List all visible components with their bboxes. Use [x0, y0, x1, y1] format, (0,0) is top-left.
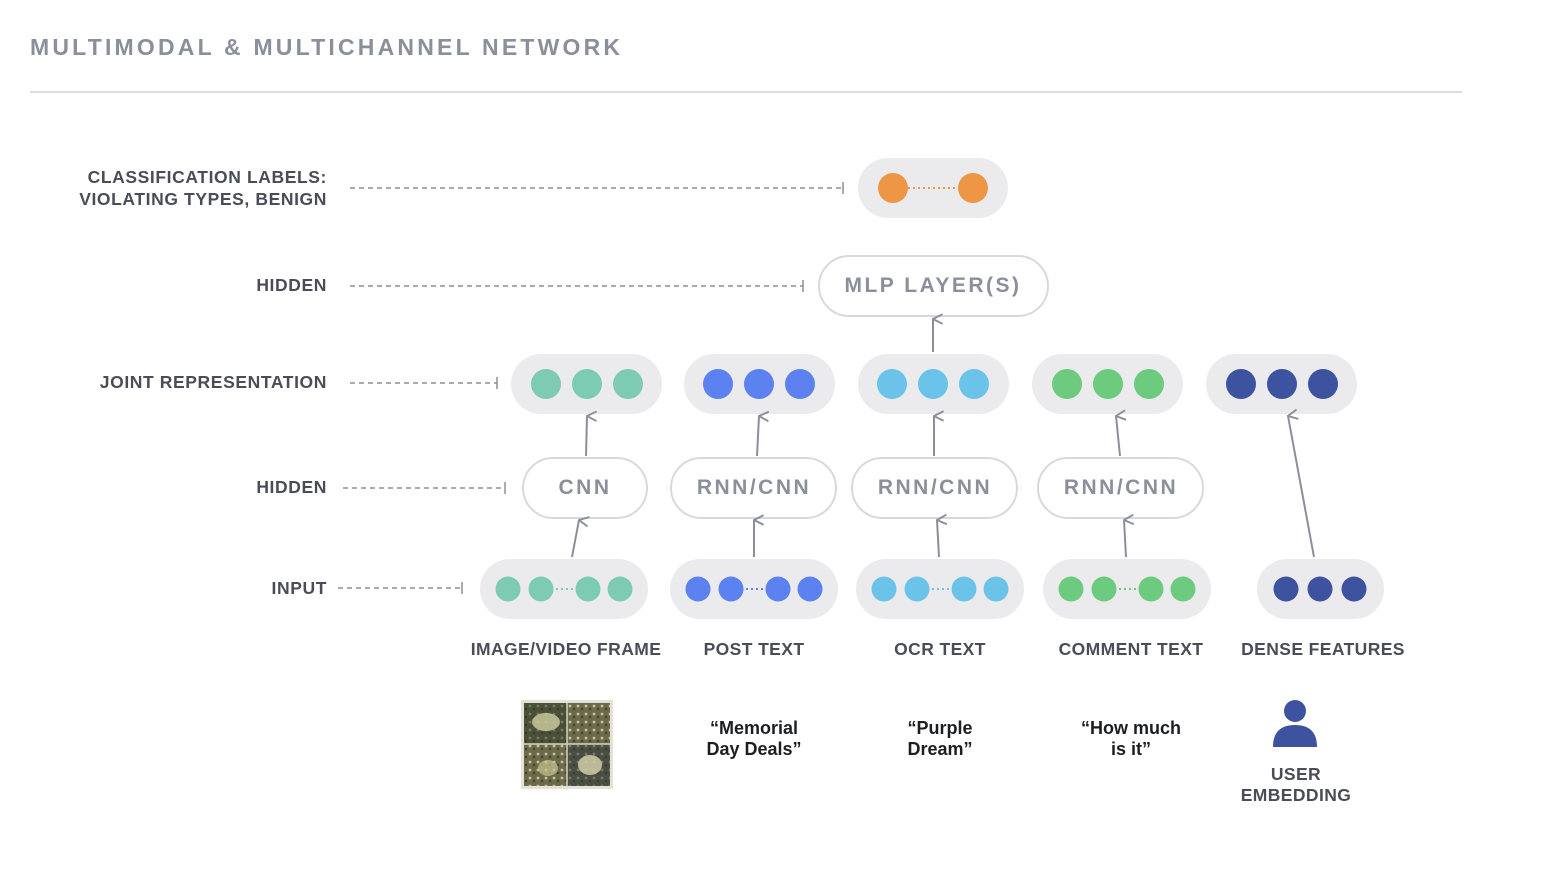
row-label-input: INPUT — [272, 578, 328, 598]
leader-lines — [338, 182, 844, 594]
joint-representation-row — [511, 354, 1357, 414]
user-icon-body — [1273, 725, 1317, 747]
encoder-row: CNN RNN/CNN RNN/CNN RNN/CNN — [522, 457, 1204, 519]
column-label-dense: DENSE FEATURES — [1241, 639, 1405, 659]
rnn-box-ocr — [851, 457, 1018, 519]
input-node — [685, 576, 711, 602]
image-thumbnail — [521, 700, 613, 789]
example-ocr-line1: “Purple — [907, 718, 972, 738]
example-post-line2: Day Deals” — [706, 739, 801, 759]
input-node — [575, 576, 601, 602]
input-node — [983, 576, 1009, 602]
arrow-image-to-cnn — [571, 520, 579, 558]
input-pill-ocr — [856, 559, 1024, 619]
joint-node — [531, 369, 561, 399]
row-label-hidden-mid: HIDDEN — [256, 477, 327, 497]
joint-node — [1052, 369, 1082, 399]
input-pill-post — [670, 559, 838, 619]
row-label-hidden-top: HIDDEN — [256, 275, 327, 295]
joint-node — [1226, 369, 1256, 399]
output-node-right — [958, 173, 988, 203]
rnn-label-comment: RNN/CNN — [1064, 476, 1178, 499]
arrow-post-to-joint — [756, 416, 759, 457]
input-node — [1138, 576, 1164, 602]
joint-node — [613, 369, 643, 399]
joint-node — [1267, 369, 1297, 399]
user-embedding-line1: USER — [1271, 764, 1321, 784]
input-node — [1273, 576, 1299, 602]
output-node-left — [878, 173, 908, 203]
input-row — [480, 559, 1384, 619]
input-node — [951, 576, 977, 602]
column-labels: IMAGE/VIDEO FRAME POST TEXT OCR TEXT COM… — [471, 639, 1405, 659]
input-node — [1058, 576, 1084, 602]
joint-node — [744, 369, 774, 399]
row-label-classification-1: CLASSIFICATION LABELS: — [88, 167, 327, 187]
joint-node — [703, 369, 733, 399]
thumbnail-blob — [578, 755, 602, 775]
input-pill-comment — [1043, 559, 1211, 619]
joint-node — [959, 369, 989, 399]
rnn-box-comment — [1037, 457, 1204, 519]
arrow-ocr-to-rnn — [937, 520, 939, 558]
arrow-comment-to-joint — [1116, 416, 1120, 457]
column-label-ocr: OCR TEXT — [894, 639, 986, 659]
row-labels: CLASSIFICATION LABELS: VIOLATING TYPES, … — [79, 167, 328, 598]
mlp-layer-label: MLP LAYER(S) — [844, 274, 1021, 297]
arrow-comment-to-rnn — [1124, 520, 1126, 558]
cnn-label: CNN — [559, 476, 612, 499]
user-icon — [1273, 700, 1317, 747]
input-node — [1170, 576, 1196, 602]
user-embedding-line2: EMBEDDING — [1241, 785, 1352, 805]
input-node — [1091, 576, 1117, 602]
rnn-label-ocr: RNN/CNN — [878, 476, 992, 499]
mlp-layer-group: MLP LAYER(S) — [818, 255, 1049, 317]
joint-node — [1134, 369, 1164, 399]
thumbnail-blob — [532, 713, 560, 731]
output-node-group — [858, 158, 1008, 218]
column-label-comment: COMMENT TEXT — [1059, 639, 1204, 659]
joint-node — [918, 369, 948, 399]
joint-node — [1093, 369, 1123, 399]
input-node — [765, 576, 791, 602]
arrow-dense-to-joint — [1288, 416, 1315, 558]
joint-node — [572, 369, 602, 399]
row-label-joint: JOINT REPRESENTATION — [100, 372, 327, 392]
input-pill-image — [480, 559, 648, 619]
joint-node — [785, 369, 815, 399]
input-node — [718, 576, 744, 602]
joint-node — [877, 369, 907, 399]
input-node — [528, 576, 554, 602]
title-divider — [30, 91, 1462, 93]
column-label-post: POST TEXT — [704, 639, 805, 659]
example-post-line1: “Memorial — [710, 718, 798, 738]
input-node — [1341, 576, 1367, 602]
input-node — [495, 576, 521, 602]
column-label-image: IMAGE/VIDEO FRAME — [471, 639, 662, 659]
example-comment-line2: is it” — [1111, 739, 1151, 759]
user-icon-head — [1284, 700, 1306, 722]
input-node — [904, 576, 930, 602]
joint-node — [1308, 369, 1338, 399]
row-label-classification-2: VIOLATING TYPES, BENIGN — [79, 189, 327, 209]
thumbnail-blob — [538, 760, 558, 776]
example-ocr-line2: Dream” — [907, 739, 972, 759]
arrows — [571, 319, 1315, 558]
example-comment-line1: “How much — [1081, 718, 1181, 738]
input-node — [1307, 576, 1333, 602]
rnn-label-post: RNN/CNN — [697, 476, 811, 499]
input-node — [607, 576, 633, 602]
input-node — [871, 576, 897, 602]
input-node — [797, 576, 823, 602]
page-title: MULTIMODAL & MULTICHANNEL NETWORK — [30, 34, 624, 60]
example-texts: “Memorial Day Deals” “Purple Dream” “How… — [706, 718, 1181, 759]
arrow-cnn-to-joint — [585, 416, 587, 457]
